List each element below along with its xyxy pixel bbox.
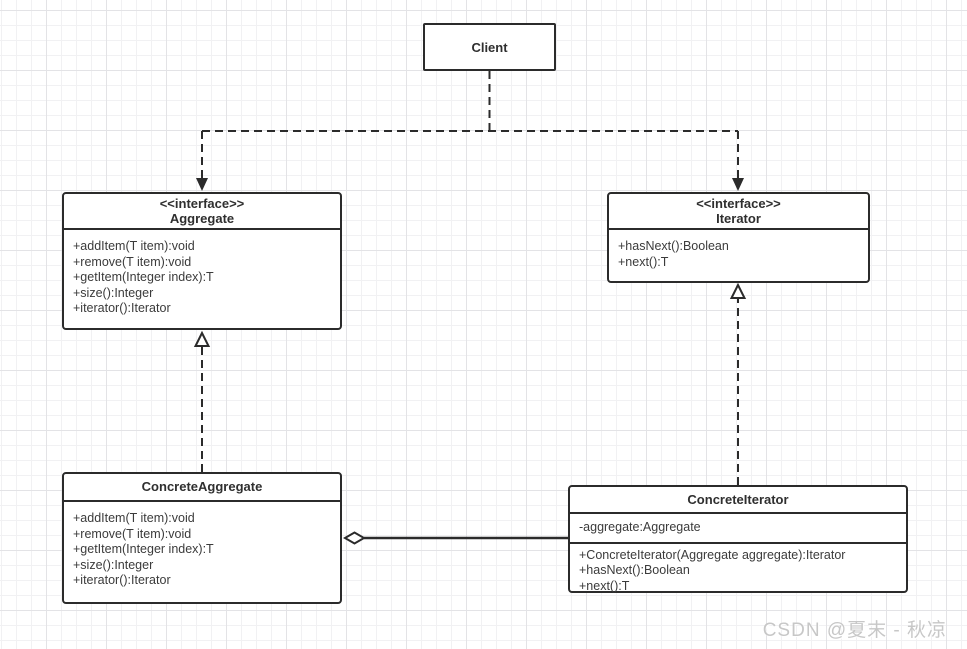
class-header: <<interface>> Iterator bbox=[609, 194, 868, 228]
methods-section: +addItem(T item):void +remove(T item):vo… bbox=[64, 502, 340, 595]
method-item: +size():Integer bbox=[73, 285, 154, 300]
methods-section: +ConcreteIterator(Aggregate aggregate):I… bbox=[570, 544, 906, 599]
section-divider bbox=[64, 228, 340, 230]
hollow-triangle-iterator-icon bbox=[729, 282, 747, 299]
method-item: +addItem(T item):void bbox=[73, 239, 195, 253]
attributes-section: -aggregate:Aggregate bbox=[570, 514, 906, 542]
method-item: +size():Integer bbox=[73, 557, 154, 572]
method-item: +iterator():Iterator bbox=[73, 301, 171, 316]
csdn-watermark: CSDN @夏末 - 秋凉 bbox=[762, 620, 947, 641]
methods-section: +addItem(T item):void +remove(T item):vo… bbox=[64, 230, 340, 323]
method-item: +hasNext():Boolean bbox=[579, 563, 690, 578]
stereotype-label: <<interface>> bbox=[159, 195, 245, 211]
filled-arrowhead-aggregate-icon bbox=[196, 178, 208, 191]
class-name: ConcreteAggregate bbox=[141, 479, 263, 495]
class-iterator-interface: <<interface>> Iterator +hasNext():Boolea… bbox=[607, 192, 870, 283]
method-item: +remove(T item):void bbox=[73, 526, 192, 541]
method-item: +iterator():Iterator bbox=[73, 573, 171, 588]
method-item: +next():T bbox=[618, 254, 669, 269]
section-divider bbox=[570, 541, 906, 544]
class-name: ConcreteIterator bbox=[687, 491, 789, 507]
section-divider bbox=[64, 500, 340, 502]
class-header: ConcreteAggregate bbox=[64, 474, 340, 500]
class-name: Client bbox=[471, 39, 508, 55]
filled-arrowhead-iterator-icon bbox=[732, 178, 744, 191]
class-client: Client bbox=[423, 23, 556, 71]
methods-section: +hasNext():Boolean +next():T bbox=[609, 230, 868, 276]
method-item: +getItem(Integer index):T bbox=[73, 542, 214, 557]
class-aggregate-interface: <<interface>> Aggregate +addItem(T item)… bbox=[62, 192, 342, 330]
stereotype-label: <<interface>> bbox=[696, 195, 781, 211]
method-item: +remove(T item):void bbox=[73, 254, 192, 269]
class-concrete-iterator: ConcreteIterator -aggregate:Aggregate +C… bbox=[568, 485, 908, 593]
hollow-diamond-icon bbox=[343, 531, 366, 545]
hollow-triangle-aggregate-icon bbox=[193, 330, 211, 347]
class-header: ConcreteIterator bbox=[570, 487, 906, 512]
method-item: +ConcreteIterator(Aggregate aggregate):I… bbox=[579, 547, 846, 562]
attribute-item: -aggregate:Aggregate bbox=[579, 520, 701, 534]
class-name: Aggregate bbox=[169, 211, 235, 226]
class-concrete-aggregate: ConcreteAggregate +addItem(T item):void … bbox=[62, 472, 342, 604]
class-name: Iterator bbox=[716, 211, 761, 226]
section-divider bbox=[609, 228, 868, 230]
method-item: +addItem(T item):void bbox=[73, 511, 195, 525]
section-divider bbox=[570, 512, 906, 514]
method-item: +hasNext():Boolean bbox=[618, 239, 729, 253]
class-header: <<interface>> Aggregate bbox=[64, 194, 340, 228]
method-item: +next():T bbox=[579, 578, 630, 593]
method-item: +getItem(Integer index):T bbox=[73, 270, 214, 285]
